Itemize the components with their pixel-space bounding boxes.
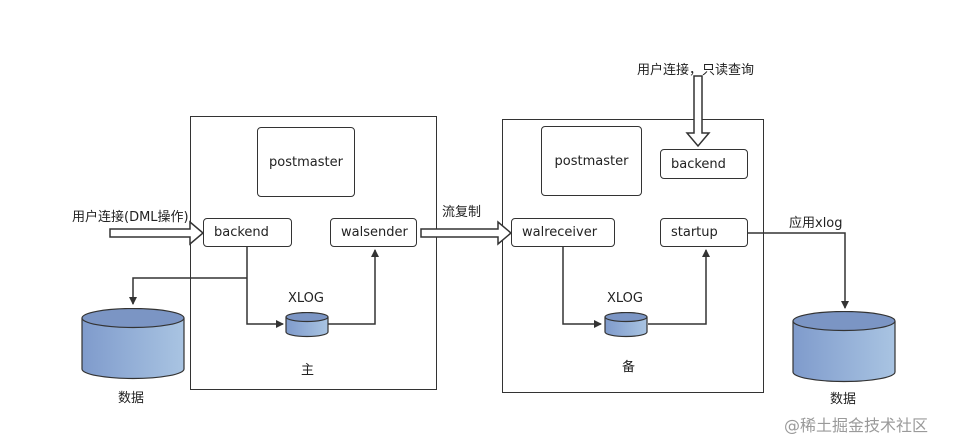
- primary-backend-label: backend: [214, 225, 269, 240]
- primary-postmaster-box: postmaster: [257, 127, 355, 197]
- data-right-label: 数据: [830, 392, 857, 407]
- xlog-to-walsender-line: [328, 249, 379, 325]
- primary-label: 主: [301, 363, 315, 378]
- startup-box: startup: [660, 218, 748, 247]
- watermark: @稀土掘金技术社区: [784, 416, 929, 435]
- primary-data-database-icon: [81, 308, 185, 380]
- data-left-label: 数据: [118, 391, 145, 406]
- user-connection-dml-label: 用户连接(DML操作): [72, 210, 189, 225]
- primary-backend-box: backend: [203, 218, 292, 247]
- primary-xlog-label: XLOG: [288, 291, 324, 306]
- user-connection-readonly-label: 用户连接，只读查询: [637, 63, 755, 78]
- streaming-replication-arrow: [420, 220, 513, 246]
- standby-label: 备: [622, 360, 636, 375]
- walreceiver-label: walreceiver: [522, 225, 598, 240]
- standby-xlog-database-icon: [604, 312, 648, 338]
- standby-data-database-icon: [792, 311, 896, 383]
- walsender-label: walsender: [341, 225, 408, 240]
- standby-postmaster-label: postmaster: [554, 153, 629, 169]
- user-readonly-arrow: [685, 75, 711, 148]
- apply-xlog-label: 应用xlog: [789, 216, 843, 231]
- primary-postmaster-label: postmaster: [269, 154, 343, 170]
- standby-postmaster-box: postmaster: [541, 126, 642, 196]
- standby-backend-box: backend: [660, 149, 748, 179]
- standby-xlog-label: XLOG: [607, 291, 643, 306]
- standby-backend-label: backend: [671, 156, 726, 172]
- backend-to-data-line: [129, 277, 247, 305]
- startup-to-data-line: [747, 232, 849, 309]
- streaming-replication-label: 流复制: [442, 205, 482, 220]
- walsender-box: walsender: [330, 218, 417, 247]
- walreceiver-to-xlog-line: [562, 246, 602, 328]
- walreceiver-box: walreceiver: [511, 218, 615, 247]
- user-dml-arrow: [109, 220, 205, 246]
- primary-xlog-database-icon: [285, 312, 329, 338]
- startup-label: startup: [671, 225, 718, 240]
- backend-to-xlog-line: [246, 246, 284, 328]
- xlog-to-startup-line: [648, 249, 710, 325]
